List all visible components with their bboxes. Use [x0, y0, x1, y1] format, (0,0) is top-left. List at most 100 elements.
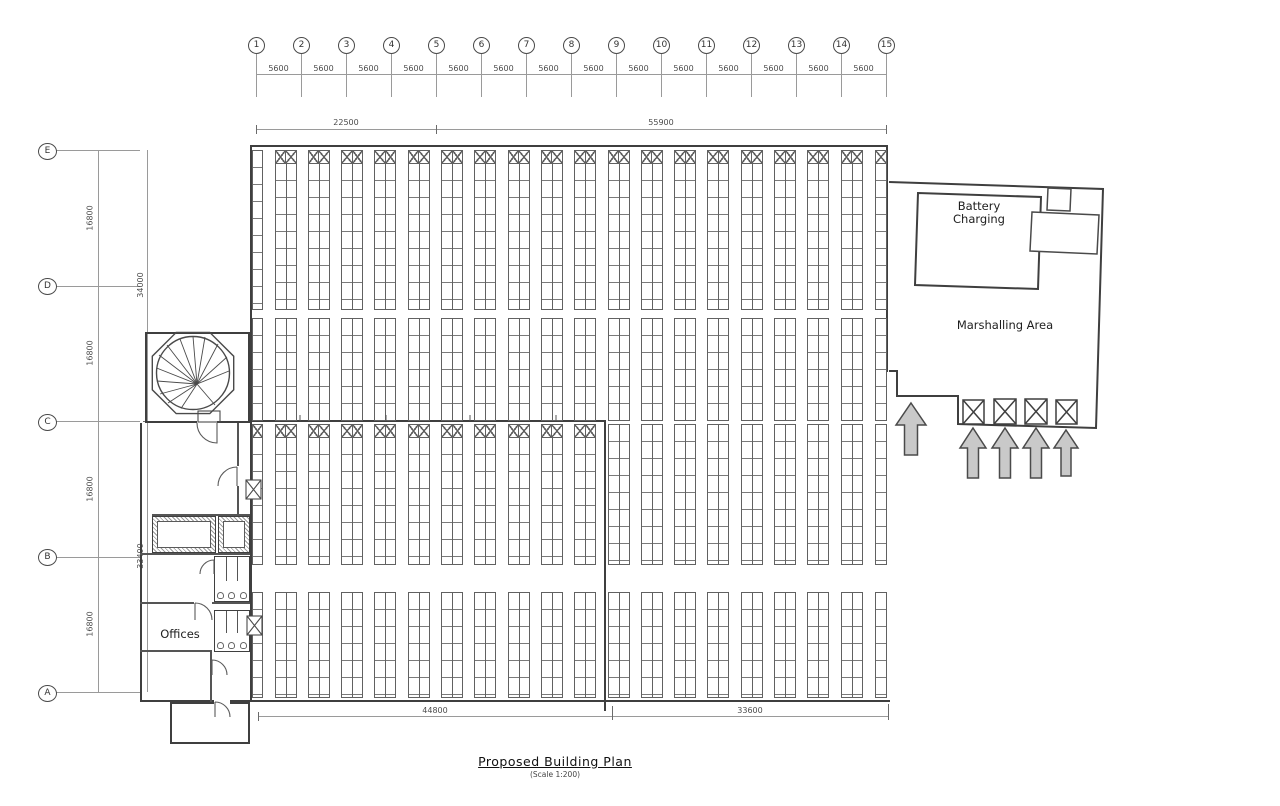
- rack-row: [774, 318, 796, 421]
- rack-bays: [708, 425, 729, 564]
- grid-bubble-5: 5: [428, 37, 445, 54]
- rack-row: [307, 150, 330, 310]
- rack-bays: [408, 319, 429, 420]
- grid-leader: [436, 53, 437, 97]
- rack-bays: [675, 593, 696, 697]
- rack-bays: [775, 593, 795, 697]
- rack-row: [252, 150, 263, 310]
- rack-end-cross-brace: [253, 425, 262, 438]
- door-swing: [194, 422, 238, 718]
- rack-row: [840, 592, 863, 698]
- rack-bays: [475, 438, 496, 564]
- ancillary-room: [1046, 187, 1072, 212]
- rack-bays: [342, 164, 363, 309]
- bay-dim-5600: 5600: [628, 64, 649, 73]
- rack-row: [807, 318, 830, 421]
- grid-bubble-14: 14: [833, 37, 850, 54]
- door-opening: [194, 601, 212, 606]
- rack-bays: [575, 438, 596, 564]
- grid-leader: [571, 53, 572, 97]
- grid-bubble-10: 10: [653, 37, 670, 54]
- rack-row: [574, 150, 597, 310]
- grid-bubble-C: C: [38, 413, 57, 431]
- staircase-room: [152, 516, 216, 553]
- rack-row: [640, 592, 663, 698]
- rack-bays: [608, 319, 629, 420]
- rack-bays: [442, 319, 462, 420]
- rack-row: [840, 424, 863, 565]
- door-opening: [236, 466, 241, 486]
- grid-leader: [526, 53, 527, 97]
- rack-bays: [375, 593, 396, 697]
- dim-tick: [886, 125, 887, 134]
- rack-bays: [841, 164, 862, 309]
- rack-row: [640, 150, 663, 310]
- spiral-stair: [151, 331, 235, 423]
- rack-end-cross-brace: [876, 151, 886, 164]
- rack-row: [374, 318, 397, 421]
- rack-row: [274, 150, 297, 310]
- rack-end-cross-brace: [708, 151, 729, 164]
- rack-row: [441, 150, 463, 310]
- rack-row: [640, 424, 663, 565]
- rack-bays: [342, 593, 363, 697]
- rack-bays: [253, 438, 262, 564]
- rack-end-cross-brace: [475, 425, 496, 438]
- marshalling-annex-outline: [888, 181, 1105, 430]
- rack-row: [707, 592, 730, 698]
- grid-bubble-1: 1: [248, 37, 265, 54]
- rack-row: [640, 318, 663, 421]
- rack-end-cross-brace: [408, 151, 429, 164]
- rack-row: [674, 592, 697, 698]
- rack-row: [774, 424, 796, 565]
- rack-bays: [841, 593, 862, 697]
- dim-line-top-groups: [256, 129, 886, 130]
- battery-charging-label: Battery Charging: [938, 200, 1020, 226]
- rack-row: [407, 318, 430, 421]
- grid-leader: [886, 53, 887, 97]
- office-annex-rooms: [170, 702, 250, 744]
- rack-end-cross-brace: [508, 425, 529, 438]
- rack-bays: [608, 164, 629, 309]
- grid-bubble-6: 6: [473, 37, 490, 54]
- rack-end-cross-brace: [342, 425, 363, 438]
- warehouse-north-wall: [250, 145, 888, 147]
- rack-bays: [876, 164, 886, 309]
- dim-tick: [256, 125, 257, 134]
- rack-end-cross-brace: [275, 425, 296, 438]
- grid-leader: [841, 53, 842, 97]
- bay-dim-5600: 5600: [538, 64, 559, 73]
- rack-bays: [308, 593, 329, 697]
- rack-row: [307, 592, 330, 698]
- drive-in-door-arrow: [894, 401, 928, 456]
- grid-bubble-2: 2: [293, 37, 310, 54]
- rack-row: [807, 150, 830, 310]
- dock-direction-arrow: [894, 401, 1080, 479]
- rack-end-cross-brace: [608, 151, 629, 164]
- rack-end-cross-brace: [275, 151, 296, 164]
- dim-line-top-bays: [256, 74, 886, 75]
- dim-44800: 44800: [422, 706, 448, 715]
- rack-bays: [342, 438, 363, 564]
- rack-row: [875, 150, 887, 310]
- rack-end-cross-brace: [442, 425, 462, 438]
- rack-row: [252, 318, 263, 421]
- rack-row: [341, 150, 364, 310]
- rack-bays: [342, 319, 363, 420]
- rack-bays: [308, 164, 329, 309]
- grid-bubble-13: 13: [788, 37, 805, 54]
- rack-row: [507, 150, 530, 310]
- rack-end-cross-brace: [308, 425, 329, 438]
- rack-bays: [775, 164, 795, 309]
- rack-end-cross-brace: [375, 425, 396, 438]
- rack-bays: [876, 593, 886, 697]
- rack-row: [540, 150, 563, 310]
- rack-row: [774, 592, 796, 698]
- rack-row: [875, 592, 887, 698]
- rack-bays: [876, 319, 886, 420]
- rack-bays: [475, 593, 496, 697]
- rack-row: [607, 592, 630, 698]
- bay-dim-5600: 5600: [808, 64, 829, 73]
- rack-bays: [641, 164, 662, 309]
